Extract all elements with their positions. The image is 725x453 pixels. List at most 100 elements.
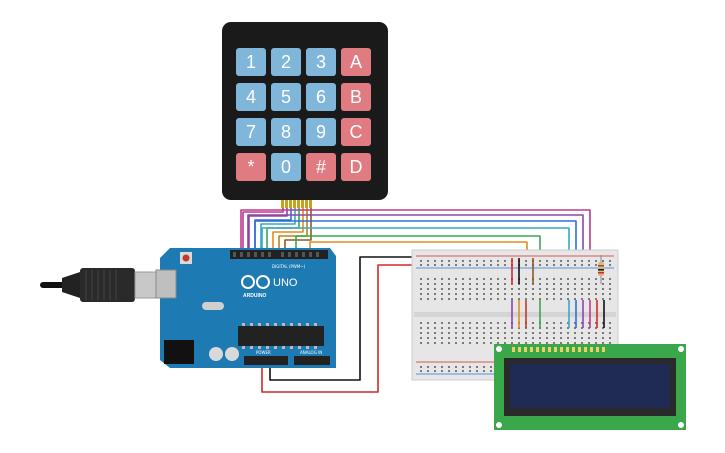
keypad-key-2-0[interactable]	[236, 118, 266, 146]
breadboard-hole	[532, 322, 534, 324]
breadboard-hole	[434, 293, 436, 295]
breadboard-hole	[455, 298, 457, 300]
keypad-key-3-2[interactable]	[306, 153, 336, 181]
keypad-key-2-3[interactable]	[341, 118, 371, 146]
breadboard-hole	[476, 293, 478, 295]
breadboard-hole	[609, 260, 611, 262]
breadboard-hole	[560, 332, 562, 334]
breadboard-hole	[546, 332, 548, 334]
breadboard-hole	[581, 332, 583, 334]
breadboard-hole	[469, 283, 471, 285]
breadboard-hole	[497, 322, 499, 324]
resistor	[598, 255, 604, 284]
breadboard-hole	[497, 260, 499, 262]
breadboard-hole	[567, 260, 569, 262]
keypad-key-1-3[interactable]	[341, 83, 371, 111]
breadboard-hole	[483, 264, 485, 266]
breadboard-hole	[602, 283, 604, 285]
breadboard-hole	[448, 332, 450, 334]
breadboard-hole	[511, 293, 513, 295]
breadboard-hole	[574, 298, 576, 300]
breadboard-hole	[588, 322, 590, 324]
keypad-key-0-2[interactable]	[306, 48, 336, 76]
breadboard-hole	[567, 264, 569, 266]
breadboard-hole	[427, 298, 429, 300]
breadboard-hole	[420, 288, 422, 290]
keypad-key-2-2[interactable]	[306, 118, 336, 146]
breadboard-hole	[483, 322, 485, 324]
breadboard-hole	[553, 332, 555, 334]
breadboard-hole	[553, 264, 555, 266]
breadboard-hole	[497, 332, 499, 334]
breadboard-hole	[497, 264, 499, 266]
breadboard-hole	[567, 283, 569, 285]
breadboard-hole	[469, 366, 471, 368]
breadboard-hole	[532, 337, 534, 339]
breadboard-hole	[581, 283, 583, 285]
breadboard-hole	[574, 337, 576, 339]
breadboard-hole	[602, 322, 604, 324]
breadboard-hole	[448, 342, 450, 344]
breadboard-hole	[434, 288, 436, 290]
keypad-key-1-0[interactable]	[236, 83, 266, 111]
breadboard-hole	[581, 322, 583, 324]
breadboard-hole	[518, 288, 520, 290]
breadboard-hole	[497, 278, 499, 280]
breadboard-hole	[525, 298, 527, 300]
keypad-key-label: 6	[316, 87, 326, 107]
breadboard-hole	[504, 342, 506, 344]
breadboard-hole	[504, 278, 506, 280]
breadboard-hole	[448, 260, 450, 262]
breadboard-hole	[497, 337, 499, 339]
keypad-key-3-1[interactable]	[271, 153, 301, 181]
breadboard-hole	[420, 332, 422, 334]
keypad-key-0-1[interactable]	[271, 48, 301, 76]
breadboard-hole	[539, 342, 541, 344]
breadboard-hole	[490, 264, 492, 266]
breadboard-hole	[441, 322, 443, 324]
breadboard-hole	[525, 332, 527, 334]
breadboard-hole	[553, 342, 555, 344]
breadboard-hole	[420, 264, 422, 266]
keypad-key-1-2[interactable]	[306, 83, 336, 111]
breadboard-hole	[595, 293, 597, 295]
breadboard-hole	[546, 327, 548, 329]
breadboard-hole	[469, 370, 471, 372]
breadboard-hole	[560, 327, 562, 329]
breadboard-hole	[427, 283, 429, 285]
breadboard-hole	[476, 332, 478, 334]
breadboard-hole	[574, 322, 576, 324]
capacitor-2	[225, 347, 239, 361]
breadboard-hole	[462, 337, 464, 339]
keypad-key-2-1[interactable]	[271, 118, 301, 146]
breadboard-hole	[497, 342, 499, 344]
lcd-16x2	[494, 344, 686, 430]
breadboard-hole	[567, 293, 569, 295]
breadboard-hole	[420, 327, 422, 329]
power-header	[244, 356, 288, 365]
breadboard-hole	[602, 260, 604, 262]
keypad-key-1-1[interactable]	[271, 83, 301, 111]
breadboard-hole	[511, 298, 513, 300]
keypad-key-3-3[interactable]	[341, 153, 371, 181]
breadboard-hole	[476, 337, 478, 339]
breadboard-hole	[595, 288, 597, 290]
breadboard-hole	[518, 337, 520, 339]
breadboard-hole	[448, 327, 450, 329]
breadboard-hole	[511, 337, 513, 339]
breadboard-hole	[567, 322, 569, 324]
keypad-key-0-3[interactable]	[341, 48, 371, 76]
breadboard-hole	[455, 332, 457, 334]
breadboard-hole	[602, 327, 604, 329]
breadboard-hole	[448, 298, 450, 300]
breadboard-hole	[581, 298, 583, 300]
breadboard-hole	[588, 264, 590, 266]
breadboard-hole	[420, 322, 422, 324]
breadboard-hole	[532, 342, 534, 344]
breadboard-hole	[448, 322, 450, 324]
atmega-chip	[238, 326, 324, 346]
breadboard-hole	[448, 283, 450, 285]
keypad-key-3-0[interactable]	[236, 153, 266, 181]
breadboard-hole	[476, 366, 478, 368]
keypad-key-0-0[interactable]	[236, 48, 266, 76]
